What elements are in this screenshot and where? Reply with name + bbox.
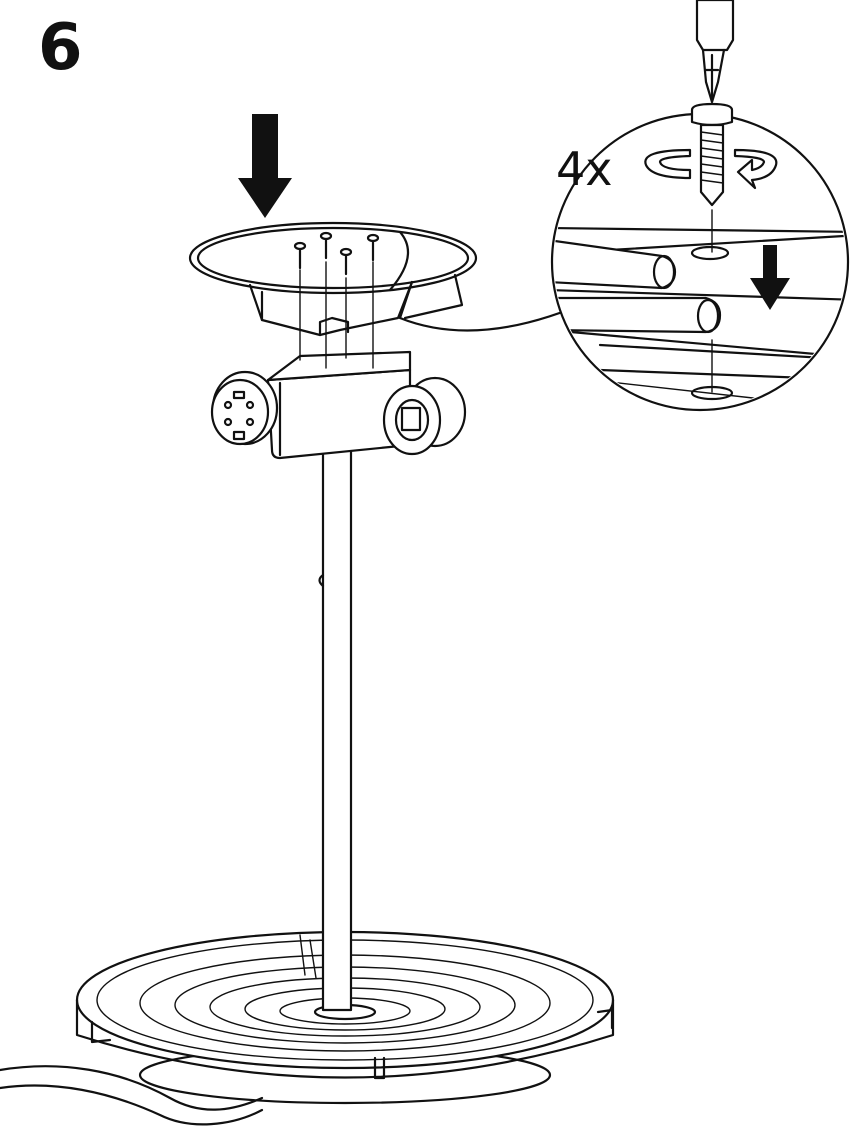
screw-icon bbox=[319, 231, 333, 260]
screw-icon bbox=[339, 247, 353, 276]
screwdriver-icon bbox=[695, 0, 735, 104]
screw-icon bbox=[690, 102, 734, 207]
press-down-arrow-icon bbox=[238, 114, 292, 218]
screw-icon bbox=[293, 241, 307, 270]
socket-housing bbox=[266, 350, 412, 460]
step-number: 6 bbox=[38, 11, 83, 85]
left-socket bbox=[210, 370, 279, 446]
mounting-screws bbox=[293, 231, 380, 369]
screw-count-label: 4x bbox=[556, 142, 613, 196]
screw-icon bbox=[366, 233, 380, 262]
lamp-pole bbox=[318, 448, 353, 1012]
small-down-arrow-icon bbox=[750, 245, 790, 310]
detail-callout bbox=[550, 112, 850, 412]
right-socket bbox=[382, 376, 467, 456]
power-cable bbox=[0, 1065, 264, 1126]
rotate-clockwise-icon bbox=[644, 148, 778, 190]
shade-ring bbox=[188, 221, 478, 337]
